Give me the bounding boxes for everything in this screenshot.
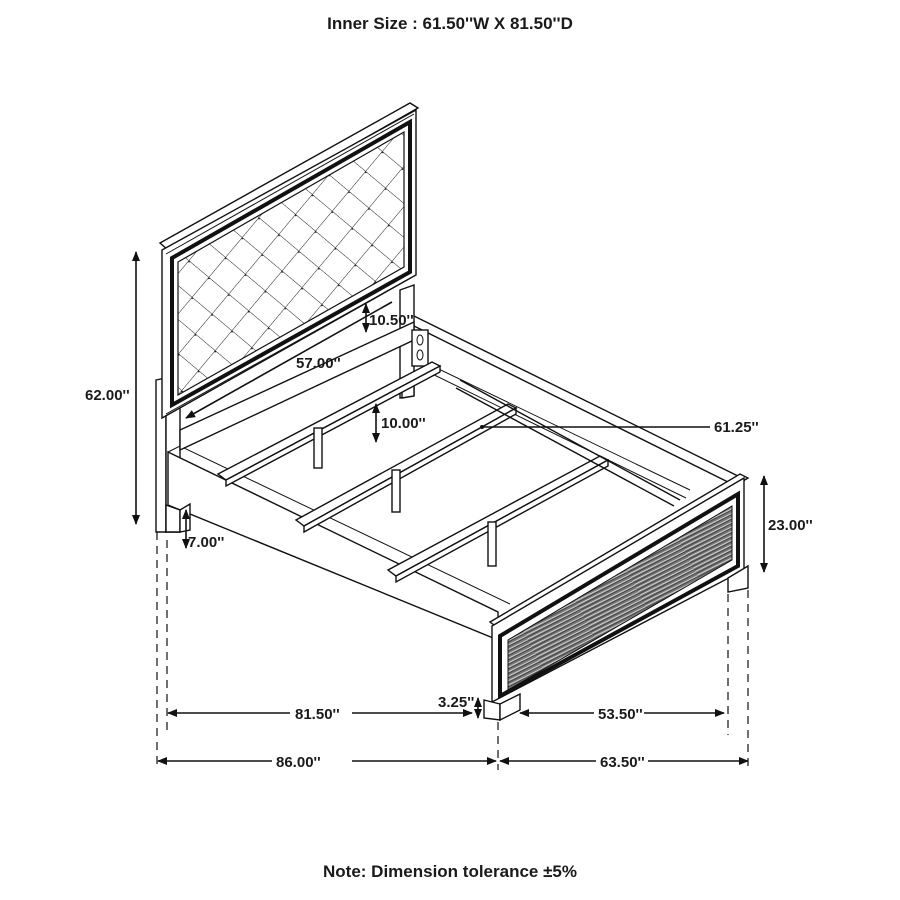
dimension-slat-clearance: 10.00'' xyxy=(372,403,426,443)
svg-text:10.50'': 10.50'' xyxy=(369,312,414,329)
svg-text:61.25'': 61.25'' xyxy=(714,419,759,436)
dimension-headboard-height: 62.00'' xyxy=(85,251,140,525)
dimension-overall-width: 63.50'' xyxy=(499,754,749,771)
svg-text:86.00'': 86.00'' xyxy=(276,754,321,771)
svg-text:81.50'': 81.50'' xyxy=(295,706,340,723)
dimension-headboard-panel-width: 57.00'' xyxy=(185,301,393,419)
slats xyxy=(216,361,681,584)
dimension-inner-length: 81.50'' xyxy=(167,706,473,723)
footboard xyxy=(483,473,750,722)
svg-text:3.25'': 3.25'' xyxy=(438,694,474,711)
tolerance-note: Note: Dimension tolerance ±5% xyxy=(323,862,577,881)
dimension-foot-leg-height: 3.25'' xyxy=(438,694,482,719)
inner-size-title: Inner Size : 61.50''W X 81.50''D xyxy=(327,14,573,33)
dimension-headboard-rail-gap: 10.50'' xyxy=(362,303,414,333)
svg-text:57.00'': 57.00'' xyxy=(296,355,341,372)
dimension-footboard-panel-width: 53.50'' xyxy=(519,706,725,723)
svg-text:7.00'': 7.00'' xyxy=(188,534,224,551)
extension-lines xyxy=(156,532,749,770)
svg-text:62.00'': 62.00'' xyxy=(85,387,130,404)
dimension-inner-width-rail: 61.25'' xyxy=(480,419,759,436)
dimension-leg-clearance: 7.00'' xyxy=(182,509,224,551)
svg-text:63.50'': 63.50'' xyxy=(600,754,645,771)
svg-text:10.00'': 10.00'' xyxy=(381,415,426,432)
headboard xyxy=(155,102,420,533)
svg-text:23.00'': 23.00'' xyxy=(768,517,813,534)
dimension-overall-length: 86.00'' xyxy=(157,754,497,771)
svg-text:53.50'': 53.50'' xyxy=(598,706,643,723)
dimension-footboard-height: 23.00'' xyxy=(760,475,813,573)
